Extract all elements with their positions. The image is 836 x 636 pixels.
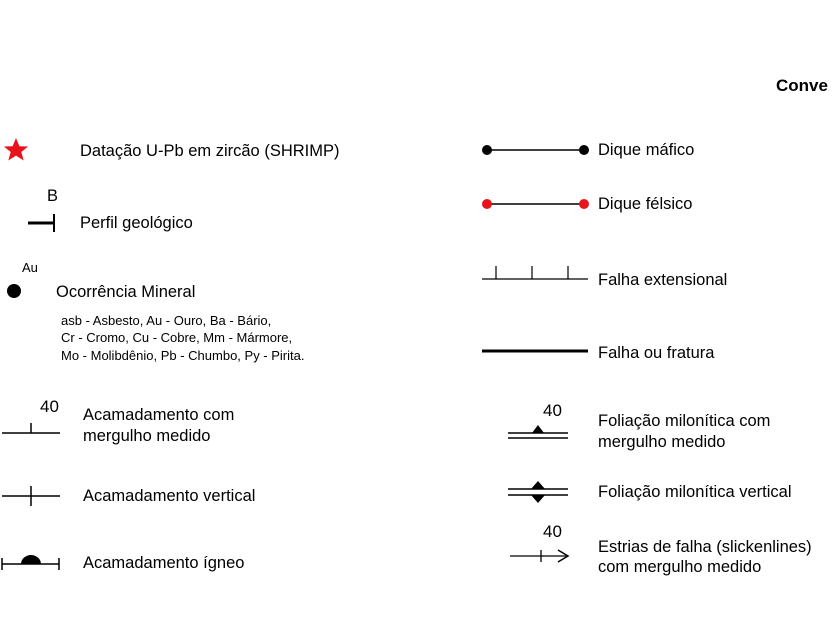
- bedding-dip-label-2: mergulho medido: [83, 427, 211, 445]
- striae-label-2: com mergulho medido: [598, 558, 762, 576]
- striae-label-1: Estrias de falha (slickenlines): [598, 538, 812, 556]
- mylonitic-dip-label-1: Foliação milonítica com: [598, 412, 771, 430]
- igneous-bedding-symbol-icon: [1, 555, 60, 570]
- felsic-dike-label: Dique félsico: [598, 195, 693, 213]
- mineral-legend-line-2: Cr - Cromo, Cu - Cobre, Mm - Mármore,: [61, 330, 293, 345]
- profile-label: Perfil geológico: [80, 214, 193, 232]
- slickenline-arrow-symbol-icon: [510, 549, 570, 563]
- mylonitic-vertical-label: Foliação milonítica vertical: [598, 483, 792, 501]
- mineral-label: Ocorrência Mineral: [56, 283, 196, 301]
- mylonitic-dip-symbol-icon: [508, 425, 568, 439]
- extensional-fault-label: Falha extensional: [598, 271, 728, 289]
- fault-label: Falha ou fratura: [598, 344, 715, 362]
- mineral-code: Au: [22, 260, 38, 275]
- felsic-dike-symbol-icon: [482, 199, 589, 209]
- geologic-profile-icon: [28, 214, 55, 232]
- bedding-dip-symbol-icon: [2, 423, 60, 434]
- profile-letter: B: [47, 187, 59, 205]
- striae-dip-value: 40: [543, 522, 562, 541]
- mineral-occurrence-dot-icon: [7, 284, 21, 298]
- igneous-bedding-label: Acamadamento ígneo: [83, 554, 245, 572]
- bedding-vertical-label: Acamadamento vertical: [83, 487, 256, 505]
- red-star-icon: [3, 138, 29, 161]
- bedding-vertical-symbol-icon: [2, 486, 60, 506]
- fault-symbol-icon: [482, 349, 588, 353]
- shrimp-label: Datação U-Pb em zircão (SHRIMP): [80, 142, 340, 160]
- mylonitic-dip-value: 40: [543, 401, 562, 420]
- legend-title: Conve: [776, 76, 828, 95]
- extensional-fault-symbol-icon: [482, 266, 588, 280]
- mineral-legend-line-1: asb - Asbesto, Au - Ouro, Ba - Bário,: [61, 313, 272, 328]
- mineral-legend-line-3: Mo - Molibdênio, Pb - Chumbo, Py - Pirit…: [61, 348, 305, 363]
- mafic-dike-symbol-icon: [482, 145, 589, 155]
- bedding-dip-label-1: Acamadamento com: [83, 406, 235, 424]
- mafic-dike-label: Dique máfico: [598, 141, 695, 159]
- bedding-dip-value: 40: [40, 397, 59, 416]
- mylonitic-vertical-symbol-icon: [508, 481, 568, 503]
- mylonitic-dip-label-2: mergulho medido: [598, 433, 726, 451]
